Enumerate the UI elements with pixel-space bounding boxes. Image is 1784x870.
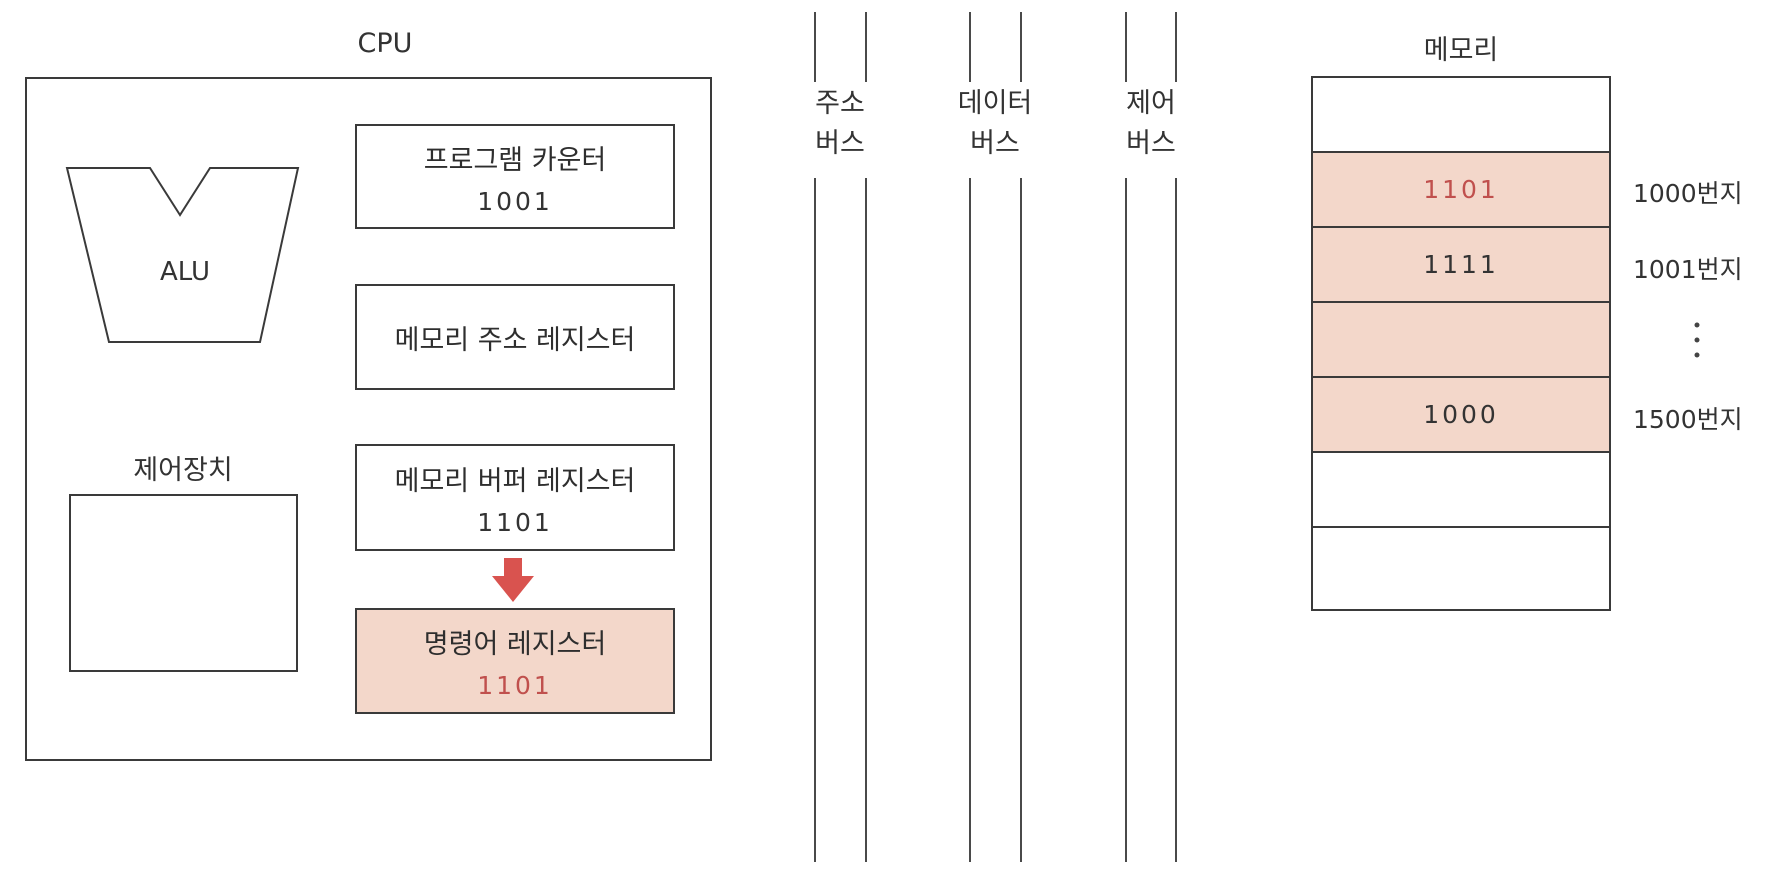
address-label: 1000번지 xyxy=(1633,179,1743,208)
register-name: 메모리 주소 레지스터 xyxy=(394,324,636,356)
address-label: 1500번지 xyxy=(1633,405,1743,434)
register-name: 명령어 레지스터 xyxy=(423,629,607,660)
ellipsis-dots xyxy=(1694,322,1700,358)
register-value: 1001 xyxy=(477,186,553,216)
instruction-register: 명령어 레지스터 1101 xyxy=(355,608,675,714)
cpu-box xyxy=(25,77,712,761)
alu-label: ALU xyxy=(159,257,210,287)
control-unit-label: 제어장치 xyxy=(133,455,233,486)
bus-label-line1: 제어 xyxy=(1126,88,1176,119)
address-label: 1001번지 xyxy=(1633,255,1743,284)
bus-label-line1: 데이터 xyxy=(957,88,1033,119)
bus-label-line2: 버스 xyxy=(815,128,865,159)
address-bus-label: 주소 버스 xyxy=(785,84,895,164)
control-bus-label: 제어 버스 xyxy=(1096,84,1206,164)
register-name: 메모리 버퍼 레지스터 xyxy=(394,465,636,497)
memory-cell xyxy=(1311,301,1611,378)
memory-cell: 1000 xyxy=(1311,376,1611,453)
memory-cell: 1111 xyxy=(1311,226,1611,303)
memory-address-register: 메모리 주소 레지스터 xyxy=(355,284,675,390)
bus-label-line1: 주소 xyxy=(815,88,865,119)
bus-label-line2: 버스 xyxy=(970,128,1020,159)
alu-shape xyxy=(65,167,300,343)
register-name: 프로그램 카운터 xyxy=(423,144,607,176)
memory-cell xyxy=(1311,451,1611,528)
memory-cell xyxy=(1311,76,1611,153)
memory-buffer-register: 메모리 버퍼 레지스터 1101 xyxy=(355,444,675,551)
register-value: 1101 xyxy=(477,671,553,700)
program-counter-register: 프로그램 카운터 1001 xyxy=(355,124,675,229)
transfer-arrow xyxy=(492,558,534,602)
bus-label-line2: 버스 xyxy=(1126,128,1176,159)
memory-cell: 1101 xyxy=(1311,151,1611,228)
address-ellipsis: ⋮ xyxy=(1688,310,1689,311)
control-unit-box xyxy=(69,494,298,672)
data-bus-label: 데이터 버스 xyxy=(940,84,1050,164)
cpu-title: CPU xyxy=(357,28,413,59)
memory-cell xyxy=(1311,526,1611,611)
register-value: 1101 xyxy=(477,507,553,537)
memory-title: 메모리 xyxy=(1423,35,1499,66)
